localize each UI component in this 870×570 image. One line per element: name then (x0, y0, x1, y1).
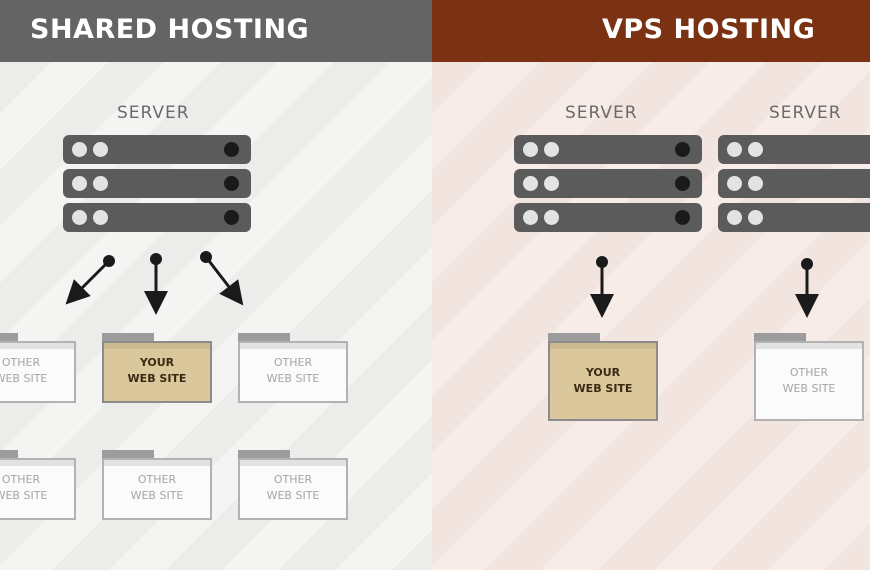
vps-hosting-header: VPS HOSTING (432, 0, 870, 62)
shared-arrows (65, 251, 244, 315)
arrow-right (204, 256, 244, 306)
server-label: SERVER (769, 103, 842, 123)
server-label: SERVER (565, 103, 638, 123)
server-rack (63, 135, 251, 237)
server-label: SERVER (117, 103, 190, 123)
vps-hosting-title: VPS HOSTING (602, 14, 816, 45)
server-rack (718, 135, 870, 237)
server-rack (514, 135, 702, 237)
vps-arrows (590, 256, 819, 318)
shared-hosting-header: SHARED HOSTING (0, 0, 432, 62)
shared-hosting-title: SHARED HOSTING (30, 14, 310, 45)
arrow-left (65, 259, 111, 305)
